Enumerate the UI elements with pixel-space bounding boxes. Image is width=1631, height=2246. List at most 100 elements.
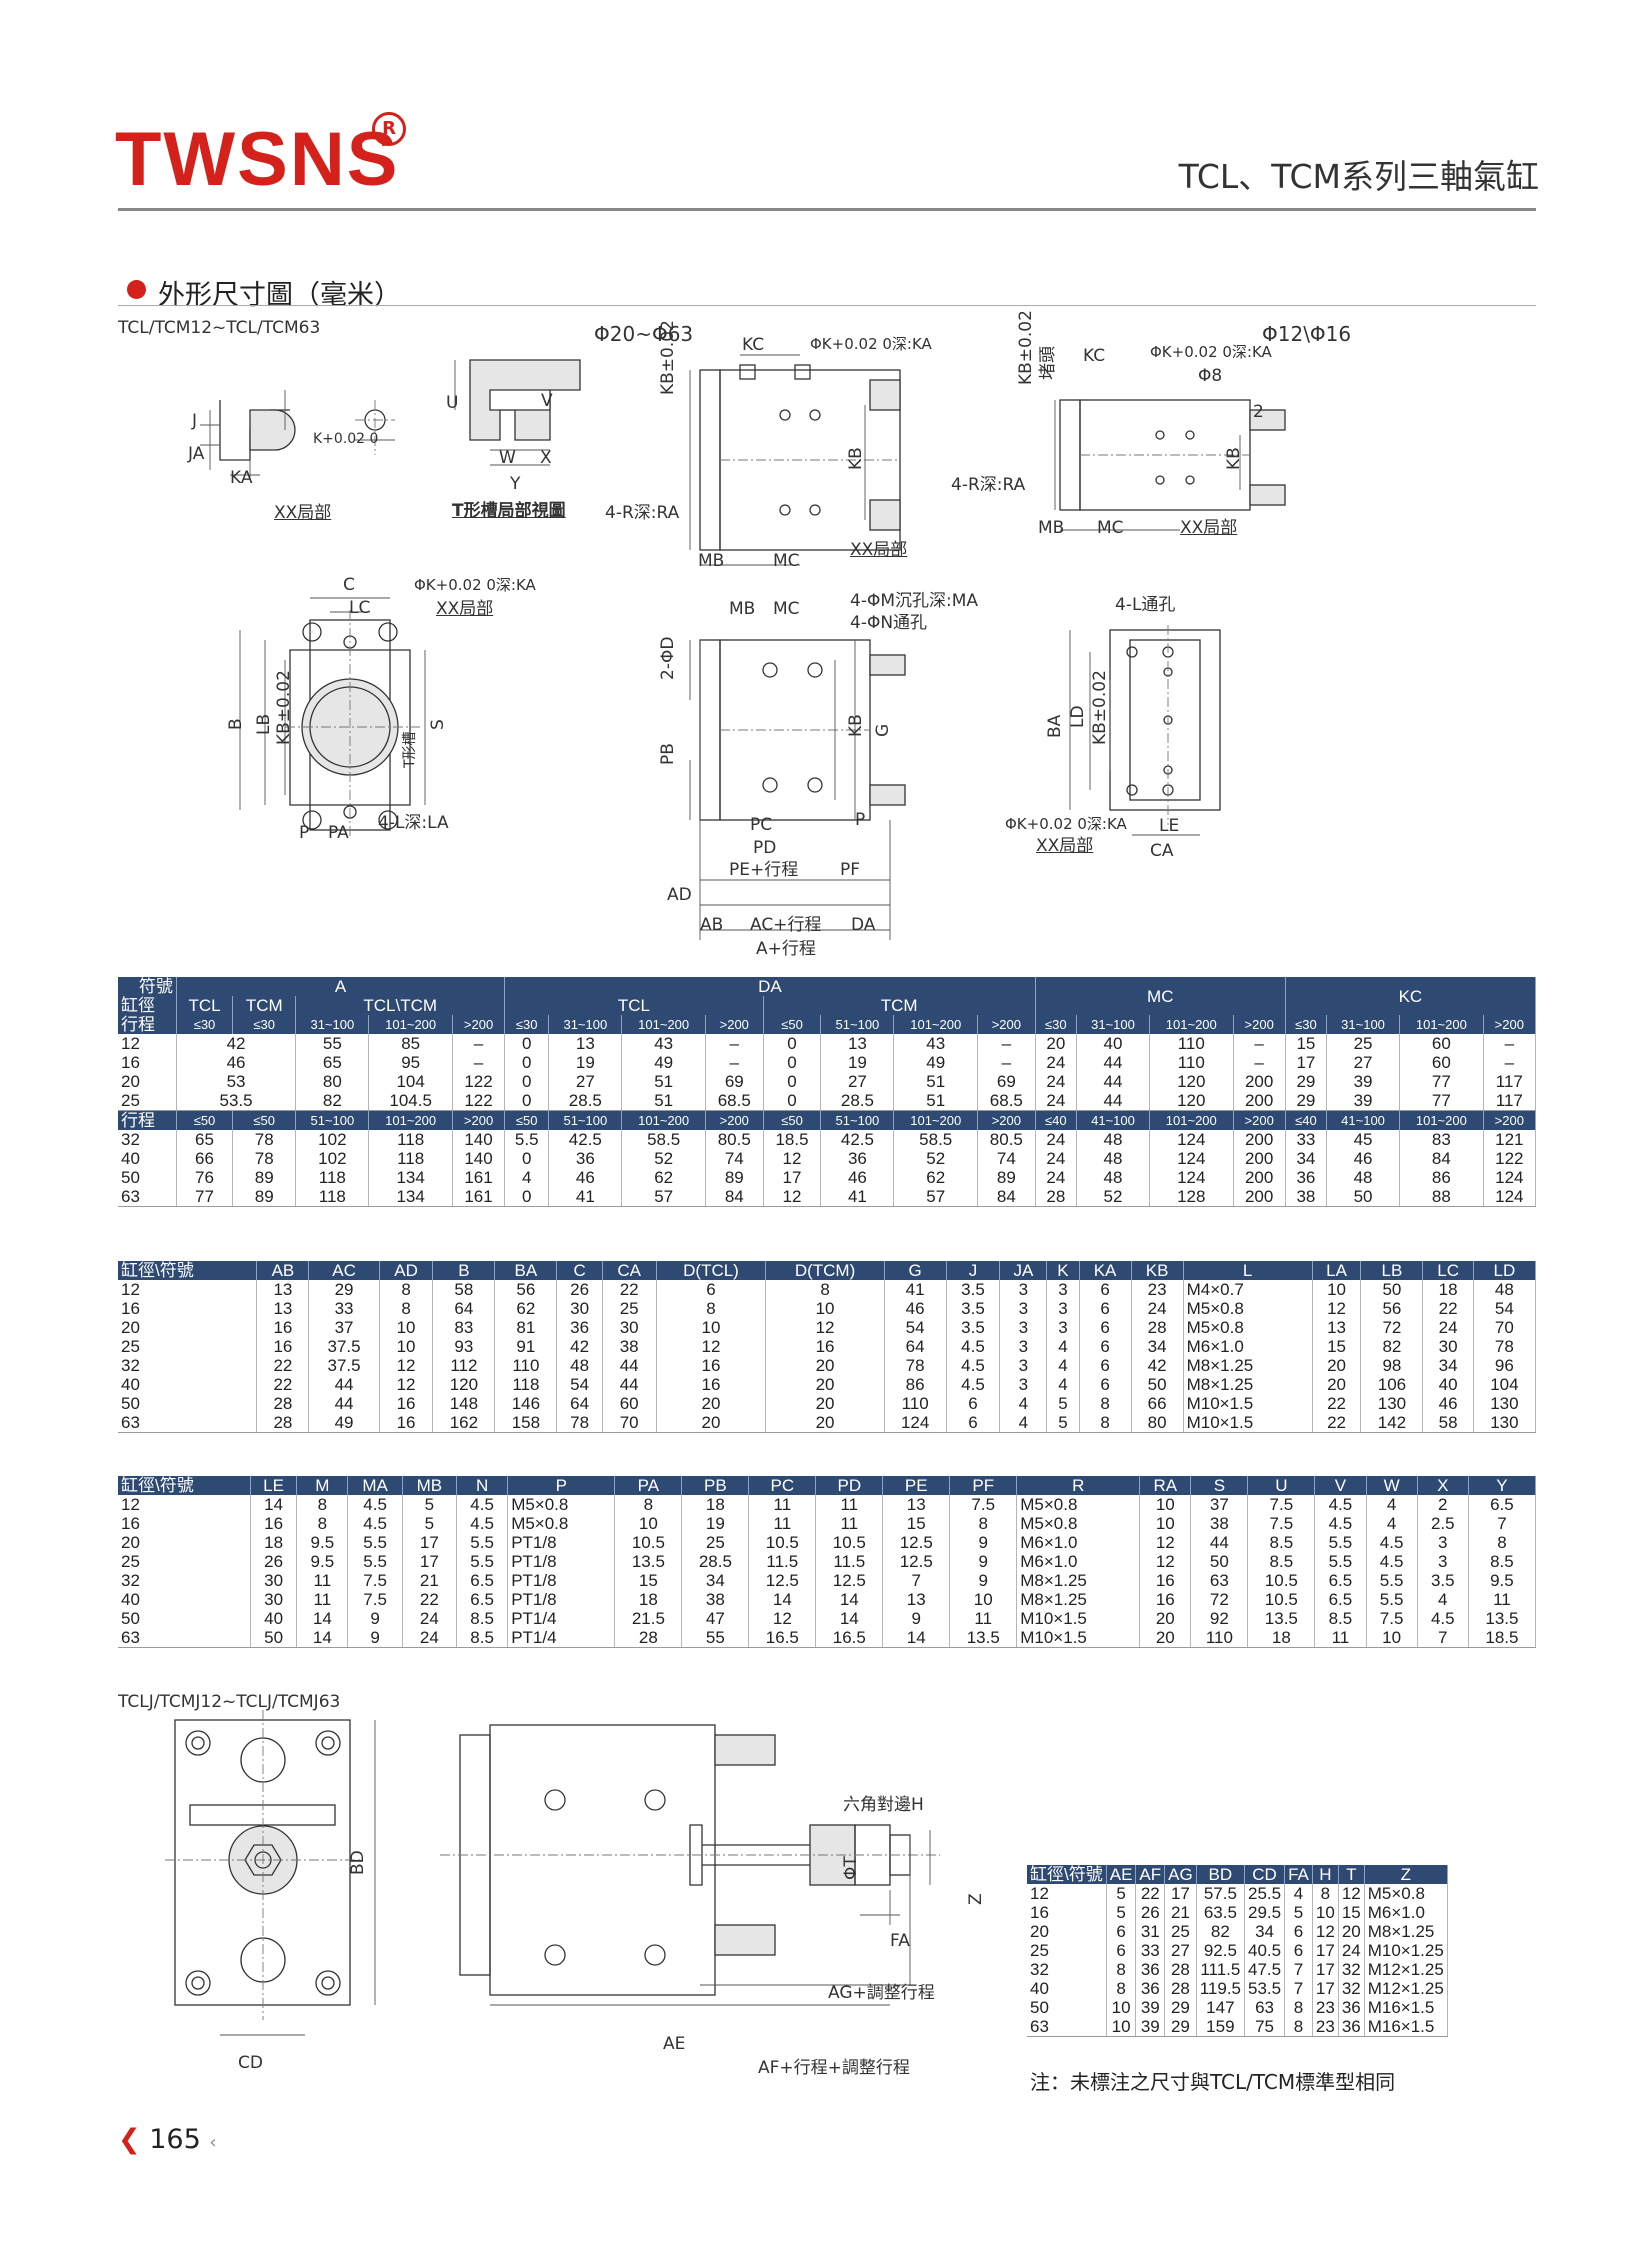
table-cell: 118 — [368, 1149, 453, 1168]
table-cell: 28 — [1164, 1979, 1197, 1998]
table-cell: 9.5 — [296, 1533, 349, 1552]
table-cell: 78 — [1473, 1337, 1537, 1356]
table-cell: 6 — [1079, 1280, 1132, 1299]
table-cell: 111.5 — [1196, 1960, 1246, 1979]
table-cell: 36 — [548, 1149, 623, 1168]
column-header: D(TCM) — [765, 1261, 885, 1280]
stroke-header: ≤50 — [763, 1110, 822, 1130]
table-cell: 5.5 — [456, 1552, 509, 1571]
table-cell: 5 — [1046, 1413, 1080, 1433]
cd-label: CD — [238, 2053, 263, 2073]
table-cell: 26 — [1135, 1903, 1166, 1922]
table-cell: 20 — [118, 1318, 258, 1337]
stroke-header: 31~100 — [548, 1015, 623, 1034]
column-header: P — [507, 1476, 616, 1495]
table-cell: 12 — [656, 1337, 767, 1356]
da-label: DA — [851, 915, 876, 935]
table-cell: 3 — [1417, 1552, 1469, 1571]
table-cell: 8 — [949, 1514, 1018, 1533]
table-cell: M8×1.25 — [1183, 1375, 1313, 1394]
table-cell: 20 — [1139, 1609, 1192, 1628]
table-cell: 30 — [556, 1299, 603, 1318]
bottom-view-drawing — [1069, 625, 1221, 836]
column-header: FA — [1284, 1865, 1313, 1884]
group-header-a: A — [176, 977, 506, 996]
table-cell: 64 — [432, 1299, 496, 1318]
table-cell: 0 — [763, 1091, 822, 1111]
table-cell: 40 — [250, 1609, 298, 1628]
table-cell: – — [1483, 1034, 1537, 1053]
le-label: LE — [1159, 816, 1180, 836]
table-cell: 3 — [999, 1375, 1048, 1394]
bd-label: BD — [348, 1850, 368, 1875]
table-cell: 134 — [368, 1187, 453, 1207]
top-view-drawing — [689, 639, 906, 940]
table-cell: 12 — [379, 1356, 434, 1375]
table-cell: 140 — [452, 1130, 506, 1149]
table-cell: 55 — [295, 1034, 370, 1053]
table-cell: 32 — [1338, 1960, 1365, 1979]
table-cell: 130 — [1473, 1413, 1537, 1433]
table-cell: 31 — [1135, 1922, 1166, 1941]
column-header: N — [456, 1476, 509, 1495]
table-cell: 3 — [1417, 1533, 1469, 1552]
table-cell: 20 — [765, 1375, 885, 1394]
stroke-header: 101~200 — [1149, 1015, 1234, 1034]
mc-label-1: MC — [773, 551, 800, 571]
stroke-header: 101~200 — [1399, 1110, 1484, 1130]
table-cell: M5×0.8 — [1183, 1318, 1313, 1337]
column-header: 缸徑\符號 — [118, 1261, 258, 1280]
table-cell: 118 — [494, 1375, 558, 1394]
table-cell: 5.5 — [1314, 1552, 1367, 1571]
table-cell: 16 — [1139, 1571, 1192, 1590]
corner-header-top: 符號 — [118, 977, 177, 996]
table-cell: 48 — [1326, 1168, 1401, 1187]
stroke-header: >200 — [1233, 1015, 1286, 1034]
table-cell: 110 — [1149, 1034, 1234, 1053]
table-cell: 0 — [504, 1187, 550, 1207]
table-cell: M16×1.5 — [1364, 2017, 1448, 2037]
table-cell: 6.5 — [1468, 1495, 1537, 1514]
table-cell: 28 — [614, 1628, 683, 1648]
table-cell: 15 — [1285, 1034, 1328, 1053]
sub-header-a-tcm: TCM — [232, 996, 297, 1015]
table-cell: 4.5 — [946, 1375, 1001, 1394]
table-cell: 11 — [949, 1609, 1018, 1628]
table-cell: 25 — [118, 1337, 258, 1356]
sub-header-da-tcm: TCM — [763, 996, 1036, 1015]
column-header: CD — [1244, 1865, 1286, 1884]
table-cell: 3 — [1046, 1318, 1080, 1337]
table-cell: 58.5 — [893, 1130, 978, 1149]
column-header: MB — [402, 1476, 458, 1495]
column-header: Z — [1364, 1865, 1448, 1884]
table-cell: 4.5 — [946, 1337, 1001, 1356]
table-cell: 6 — [1079, 1337, 1132, 1356]
table-cell: 7.5 — [347, 1571, 403, 1590]
table-cell: 52 — [621, 1149, 706, 1168]
table-cell: 124 — [1149, 1149, 1234, 1168]
table-cell: 82 — [1196, 1922, 1246, 1941]
table-cell: 36 — [1338, 1998, 1365, 2017]
table-cell: 56 — [1360, 1299, 1424, 1318]
table-cell: 91 — [494, 1337, 558, 1356]
column-header: Y — [1468, 1476, 1537, 1495]
stroke-header: ≤40 — [1035, 1110, 1077, 1130]
table-cell: 98 — [1360, 1356, 1424, 1375]
table-cell: M5×0.8 — [1364, 1884, 1448, 1903]
table-cell: 42 — [1131, 1356, 1184, 1375]
column-header: PB — [681, 1476, 750, 1495]
table-cell: 16 — [118, 1514, 251, 1533]
table-cell: 4 — [999, 1394, 1048, 1413]
table-cell: 5.5 — [456, 1533, 509, 1552]
table-cell: 12 — [1338, 1884, 1365, 1903]
n-thru-label: 4-ΦN通孔 — [850, 613, 928, 633]
table-cell: 64 — [556, 1394, 603, 1413]
tclj-end-view-drawing — [165, 1710, 376, 2036]
table-cell: 24 — [1338, 1941, 1365, 1960]
chevron-left-icon: ❮ — [118, 2124, 141, 2155]
